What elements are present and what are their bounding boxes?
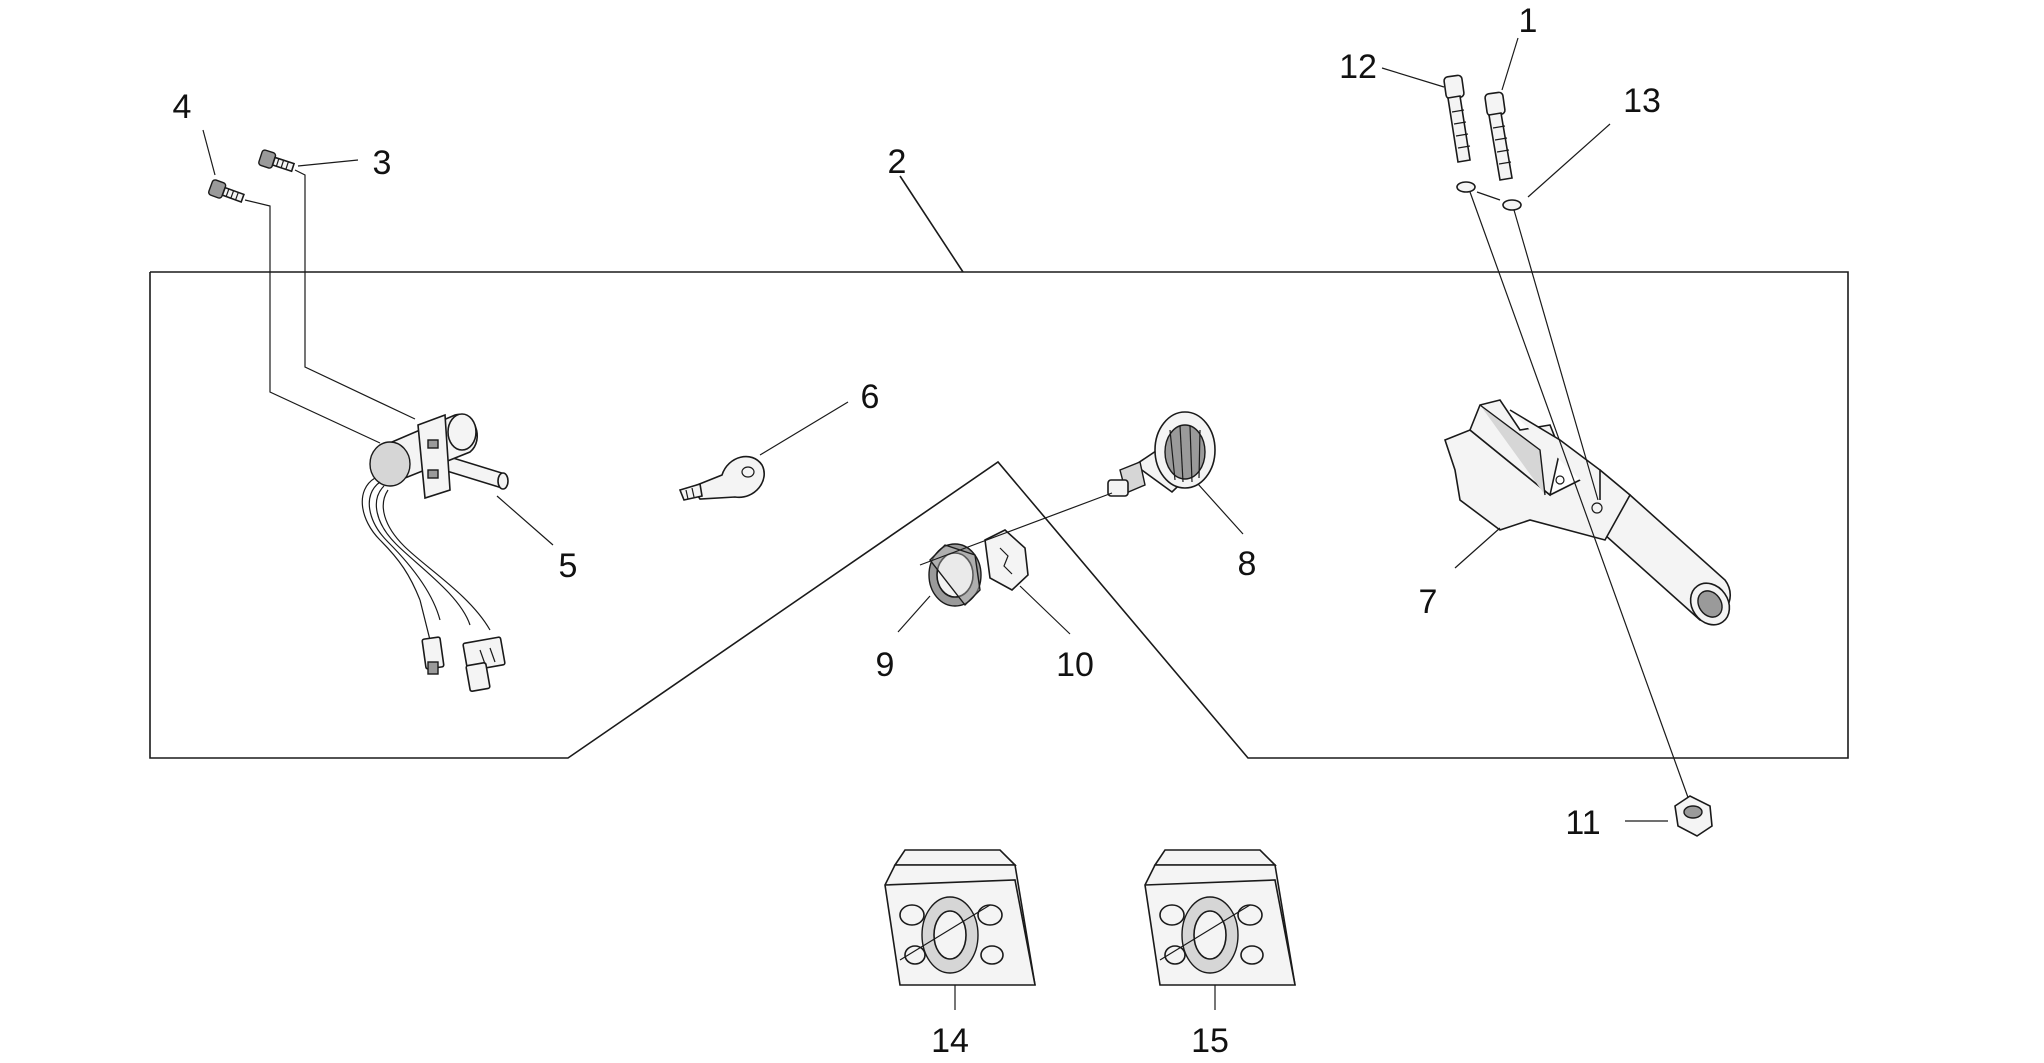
- callout-4: 4: [173, 88, 192, 126]
- screw-item-3: [258, 149, 416, 420]
- nut-item-11: [1625, 795, 1713, 837]
- callout-labels: 1 2 3 4 5 6 7 8 9 10 11 12 13 14 15: [173, 2, 1661, 1060]
- parts-bag-item-14: [884, 849, 1036, 1010]
- washer-item-10: [984, 529, 1071, 635]
- callout-3: 3: [373, 144, 392, 182]
- callout-10: 10: [1056, 646, 1094, 684]
- callout-12: 12: [1339, 48, 1377, 86]
- callout-13: 13: [1623, 82, 1661, 120]
- callout-8: 8: [1238, 545, 1257, 583]
- callout-1: 1: [1519, 2, 1538, 40]
- key-item-6: [678, 401, 849, 501]
- bolt-guide-lines: [1469, 191, 1691, 804]
- washers-item-13: [1456, 123, 1611, 211]
- lock-cylinder-item-8: [1107, 411, 1244, 535]
- callout-2: 2: [888, 143, 907, 181]
- key-icon: [678, 455, 765, 501]
- bolt-item-12: [1381, 67, 1471, 163]
- screw-item-4: [202, 129, 381, 444]
- callout-9: 9: [876, 646, 895, 684]
- lock-housing-item-7: [1444, 399, 1731, 626]
- ring-nut-item-9: [897, 543, 982, 633]
- callout-15: 15: [1191, 1022, 1229, 1058]
- bolt-item-1: [1484, 37, 1519, 181]
- parts-bag-icon: [1144, 849, 1296, 986]
- nut-icon: [1674, 795, 1713, 837]
- parts-bag-item-15: [1144, 849, 1296, 1010]
- switch-assembly-item-5: [361, 413, 554, 693]
- screw-icon: [1443, 74, 1471, 163]
- callout-6: 6: [861, 378, 880, 416]
- callout-14: 14: [931, 1022, 969, 1058]
- parts-bag-icon: [884, 849, 1036, 986]
- assembly-outline: [149, 175, 1849, 759]
- callout-11: 11: [1565, 804, 1600, 842]
- washer-icon: [984, 529, 1029, 591]
- lock-cylinder-icon: [1107, 411, 1216, 497]
- callout-5: 5: [559, 547, 578, 585]
- screw-icon: [258, 149, 296, 173]
- screw-icon: [208, 179, 245, 203]
- screw-icon: [1484, 91, 1513, 181]
- callout-7: 7: [1419, 583, 1438, 621]
